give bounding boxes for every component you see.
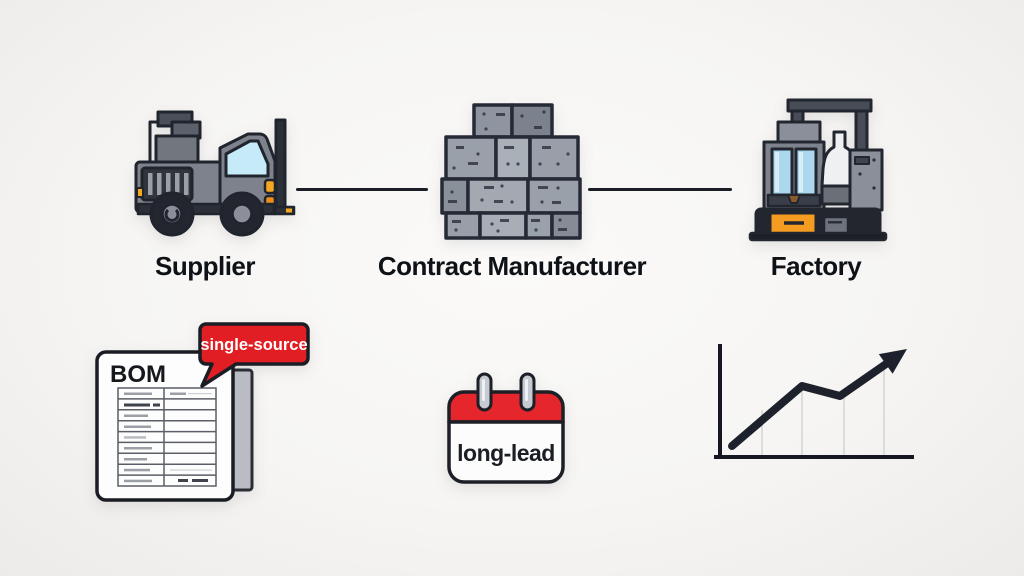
trend-line (728, 360, 890, 450)
factory-label: Factory (770, 251, 862, 281)
trend-axes (714, 344, 914, 459)
calendar-body (447, 420, 565, 484)
single-source-tag-label: single-source (200, 336, 307, 354)
bom-title: BOM (110, 361, 166, 388)
calendar-header (447, 390, 565, 424)
connector-supplier-to-cm (296, 188, 428, 191)
contract-manufacturer-node (438, 102, 586, 240)
trend-arrowhead (878, 349, 907, 374)
calendar-label: long-lead (457, 440, 555, 466)
calendar-icon: long-lead (447, 372, 565, 484)
bom-table (117, 387, 217, 487)
trend-chart-icon (714, 344, 914, 459)
contract-manufacturer-label: Contract Manufacturer (377, 251, 647, 281)
supplier-label: Supplier (154, 251, 256, 281)
bom-table-entries (124, 392, 212, 483)
bom-document-icon: BOM (95, 322, 310, 502)
crates-icon (440, 103, 582, 240)
supplier-node (128, 104, 296, 239)
truck-icon (134, 110, 296, 237)
factory-icon (748, 98, 888, 242)
single-source-tag (198, 322, 310, 388)
bom-callout: BOM (90, 322, 322, 504)
connector-cm-to-factory (588, 188, 732, 191)
factory-node (748, 92, 888, 242)
trend-chart-callout (706, 336, 916, 476)
calendar-pegs (476, 372, 536, 412)
crate-texture (448, 110, 570, 233)
long-lead-callout: long-lead (442, 370, 570, 492)
bom-front-page (95, 350, 235, 502)
